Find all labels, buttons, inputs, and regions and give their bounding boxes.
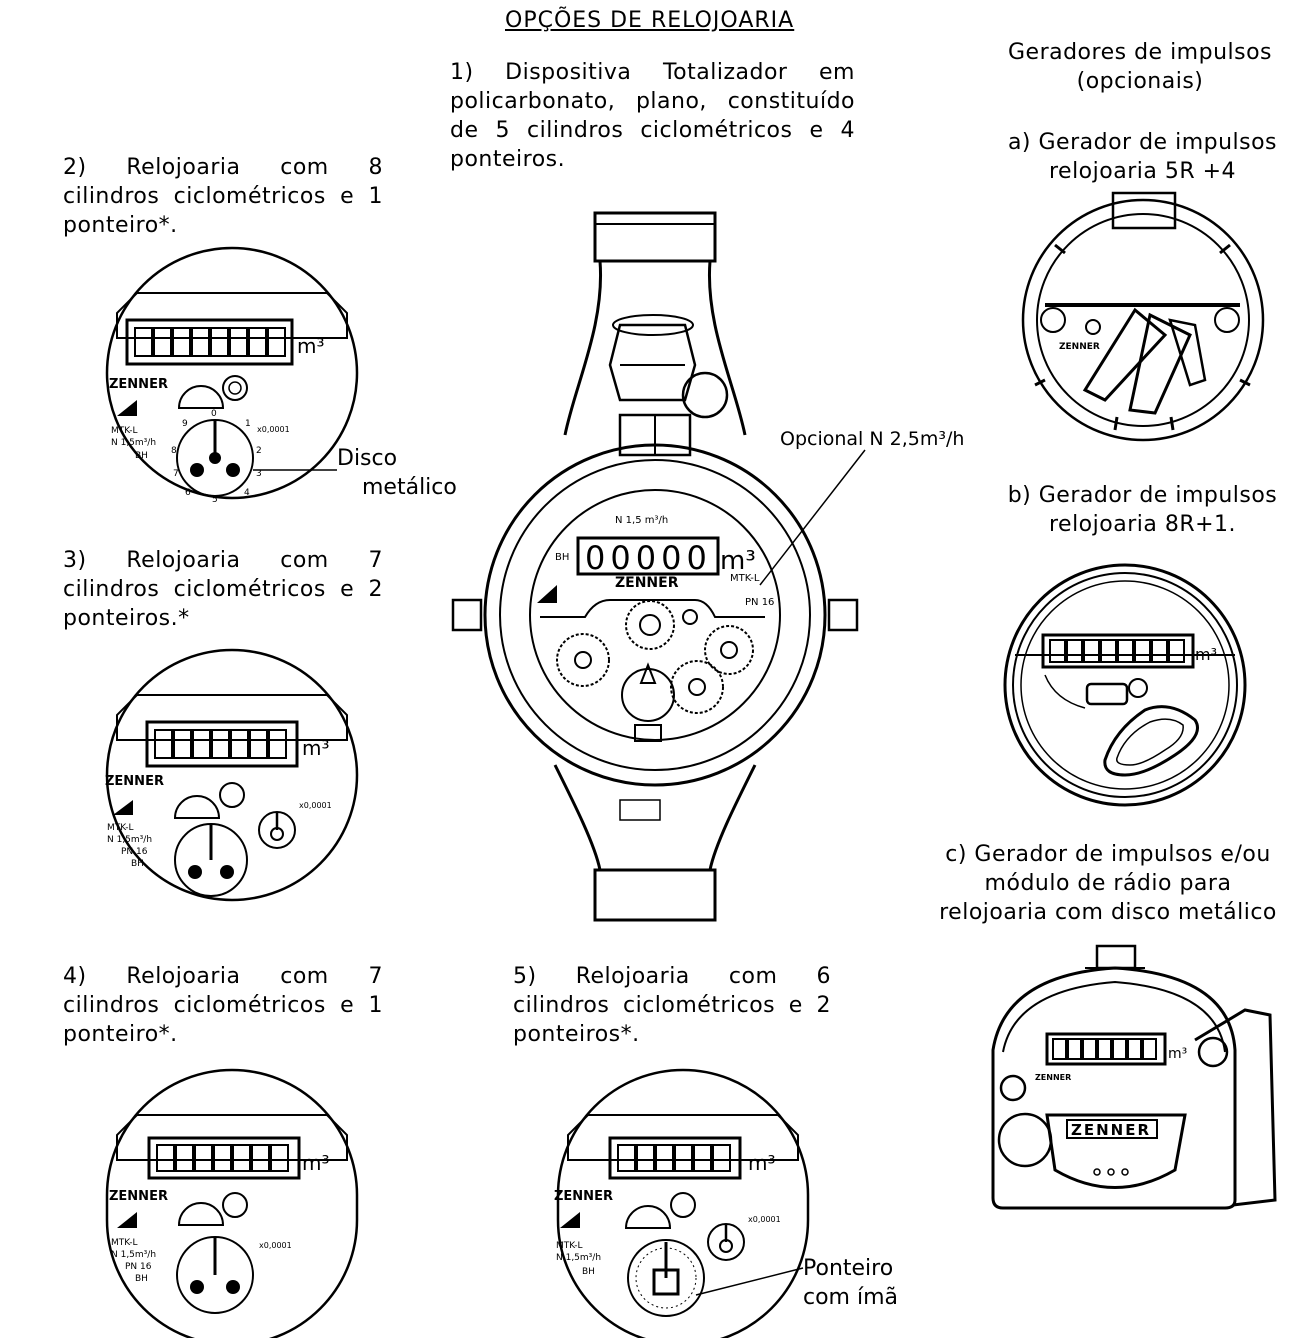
brand-mark: ZENNER (1071, 1121, 1151, 1139)
generator-b-line-1: b) Gerador de impulsos (1007, 483, 1278, 508)
brand-mark: ZENNER (105, 774, 164, 789)
generator-c-label: c) Gerador de impulsos e/ou módulo de rá… (918, 840, 1298, 927)
bh-mark: BH (131, 859, 144, 869)
generator-a-line-1: a) Gerador de impulsos (1007, 130, 1278, 155)
dial-option-3: m³ ZENNER MTK-L N 1,5m³/h PN 16 BH x0,00… (105, 648, 359, 902)
unit-mark: m³ (1195, 645, 1217, 664)
svg-text:1: 1 (245, 419, 251, 429)
svg-text:7: 7 (173, 469, 179, 479)
water-meter-main: N 1,5 m³/h BH 00000 m³ ZENNER MTK-L PN 1… (451, 211, 866, 922)
dial-option-5: m³ ZENNER MTK-L N 1,5m³/h BH x0,0001 (554, 1068, 810, 1338)
generator-c-line-1: c) Gerador de impulsos e/ou (945, 842, 1271, 867)
factor-mark: x0,0001 (259, 1241, 292, 1250)
unit-mark: m³ (748, 1151, 776, 1175)
flow-mark: N 1,5m³/h (111, 438, 156, 448)
model-mark: MTK-L (556, 1241, 582, 1251)
svg-text:3: 3 (256, 469, 262, 479)
generator-b-label: b) Gerador de impulsos relojoaria 8R+1. (990, 481, 1295, 539)
generator-b-line-2: relojoaria 8R+1. (1048, 512, 1237, 537)
svg-text:9: 9 (182, 419, 188, 429)
generators-heading-line-2: (opcionais) (1076, 69, 1204, 94)
unit-mark: m³ (1168, 1046, 1187, 1062)
meter-flow-mark: N 1,5 m³/h (615, 515, 668, 526)
generators-heading-line-1: Geradores de impulsos (1007, 40, 1273, 65)
svg-text:4: 4 (244, 488, 250, 498)
cylinder-window-8 (134, 327, 286, 357)
bh-mark: BH (135, 451, 148, 461)
svg-text:0: 0 (211, 409, 217, 419)
brand-mark: ZENNER (109, 1189, 168, 1204)
option-4-text: 4) Relojoaria com 7 cilindros ciclométri… (63, 964, 383, 1047)
brand-mark: ZENNER (109, 377, 168, 392)
unit-mark: m³ (302, 1151, 330, 1175)
generator-b-drawing: m³ (1003, 563, 1247, 807)
option-2-text: 2) Relojoaria com 8 cilindros ciclométri… (63, 155, 383, 238)
generator-a-drawing: ZENNER (1021, 191, 1265, 442)
bh-mark: BH (582, 1267, 595, 1277)
generator-a-label: a) Gerador de impulsos relojoaria 5R +4 (990, 128, 1295, 186)
generator-c-line-3: relojoaria com disco metálico (939, 900, 1277, 925)
factor-mark: x0,0001 (257, 425, 290, 434)
generator-c-drawing: m³ ZENNER ZENNER (991, 944, 1277, 1210)
model-mark: MTK-L (107, 823, 133, 833)
bh-mark: BH (135, 1274, 148, 1284)
cylinder-digits-5: 00000 (585, 539, 712, 577)
page-title: OPÇÕES DE RELOJOARIA (505, 8, 795, 33)
generator-c-line-2: módulo de rádio para (984, 871, 1232, 896)
flow-mark: N 1,5m³/h (107, 835, 152, 845)
ponteiro-ima-label: Ponteiro com ímã (803, 1254, 898, 1312)
disco-metalico-label: Disco metálico (337, 444, 457, 502)
svg-text:6: 6 (185, 488, 191, 498)
dial-option-4: m³ ZENNER MTK-L N 1,5m³/h PN 16 BH x0,00… (105, 1068, 359, 1338)
generator-a-line-2: relojoaria 5R +4 (1048, 159, 1237, 184)
brand-mark: ZENNER (554, 1189, 613, 1204)
dial-option-2: m³ ZENNER MTK-L N 1,5m³/h BH x0,0001 0 1 2… (105, 246, 359, 505)
generators-heading: Geradores de impulsos (opcionais) (990, 38, 1290, 96)
pn-mark: PN 16 (121, 847, 148, 857)
brand-mark: ZENNER (615, 575, 679, 591)
unit-mark: m³ (297, 334, 325, 358)
brand-mark: ZENNER (1059, 342, 1100, 352)
pn-mark: PN 16 (745, 597, 774, 608)
flow-mark: N 1,5m³/h (111, 1250, 156, 1260)
model-mark: MTK-L (111, 426, 137, 436)
model-mark: MTK-L (730, 573, 760, 584)
bh-mark: BH (555, 552, 569, 563)
option-1-text: 1) Dispositiva Totalizador em policarbon… (450, 60, 855, 172)
opcional-label: Opcional N 2,5m³/h (780, 428, 965, 450)
factor-mark: x0,0001 (299, 801, 332, 810)
model-mark: MTK-L (111, 1238, 137, 1248)
disco-label-line-1: Disco (337, 446, 398, 471)
svg-text:8: 8 (171, 446, 177, 456)
ponteiro-label-line-1: Ponteiro (803, 1256, 894, 1281)
ponteiro-label-line-2: com ímã (803, 1285, 899, 1310)
unit-mark: m³ (720, 546, 756, 576)
svg-text:5: 5 (212, 495, 218, 505)
option-3-text: 3) Relojoaria com 7 cilindros ciclométri… (63, 548, 383, 631)
factor-mark: x0,0001 (748, 1215, 781, 1224)
svg-text:2: 2 (256, 446, 262, 456)
brand-mark-small: ZENNER (1035, 1073, 1071, 1082)
unit-mark: m³ (302, 736, 330, 760)
flow-mark: N 1,5m³/h (556, 1253, 601, 1263)
pn-mark: PN 16 (125, 1262, 152, 1272)
option-5-text: 5) Relojoaria com 6 cilindros ciclométri… (513, 964, 831, 1047)
disco-label-line-2: metálico (362, 475, 457, 500)
